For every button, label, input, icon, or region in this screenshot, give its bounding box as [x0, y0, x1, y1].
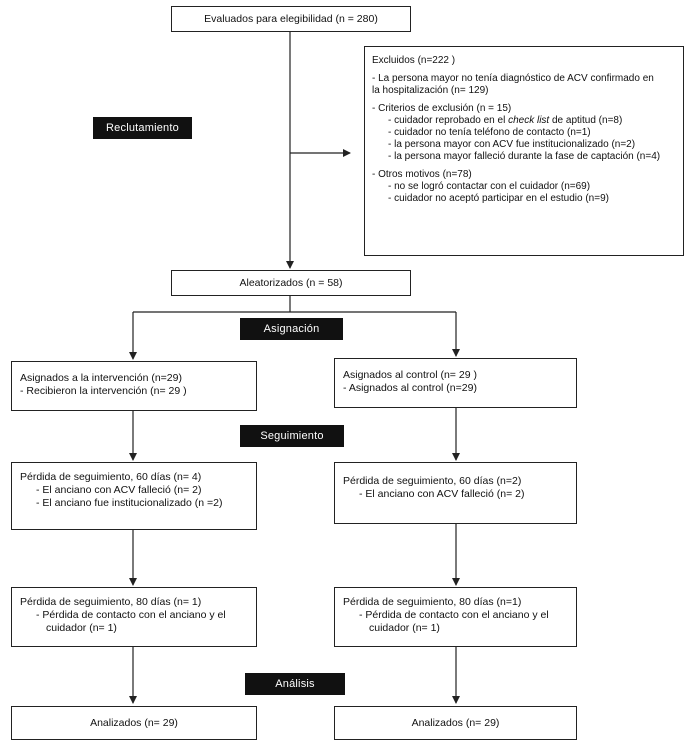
loss60-control-title: Pérdida de seguimiento, 60 días (n=2) — [343, 475, 522, 487]
intervention-allocated: Asignados a la intervención (n=29) — [20, 372, 182, 384]
loss80-control-box: Pérdida de seguimiento, 80 días (n=1) - … — [334, 587, 577, 647]
phase-label-allocation: Asignación — [240, 318, 343, 340]
excluded-sub-died: - la persona mayor falleció durante la f… — [388, 151, 661, 162]
loss60-intervention-institutionalized: - El anciano fue institucionalizado (n =… — [36, 497, 223, 509]
loss80-intervention-box: Pérdida de seguimiento, 80 días (n= 1) -… — [11, 587, 257, 647]
loss80-control-lost: - Pérdida de contacto con el anciano y e… — [359, 609, 549, 621]
excluded-sub-checklist: - cuidador reprobado en el check list de… — [388, 115, 623, 126]
excluded-title: Excluidos (n=222 ) — [372, 55, 456, 66]
analyzed-intervention-text: Analizados (n= 29) — [90, 716, 178, 729]
randomized-text: Aleatorizados (n = 58) — [239, 276, 343, 289]
intervention-box: Asignados a la intervención (n=29) - Rec… — [11, 361, 257, 411]
loss80-control-title: Pérdida de seguimiento, 80 días (n=1) — [343, 596, 522, 608]
excluded-sub-declined: - cuidador no aceptó participar en el es… — [388, 193, 609, 204]
phase-label-recruitment: Reclutamiento — [93, 117, 192, 139]
loss60-intervention-title: Pérdida de seguimiento, 60 días (n= 4) — [20, 471, 202, 483]
excluded-item-no-diagnosis-cont: la hospitalización (n= 129) — [372, 85, 489, 96]
analyzed-intervention-box: Analizados (n= 29) — [11, 706, 257, 740]
excluded-sub-no-phone: - cuidador no tenía teléfono de contacto… — [388, 127, 591, 138]
control-allocated: Asignados al control (n= 29 ) — [343, 369, 477, 381]
loss80-intervention-lost-cont: cuidador (n= 1) — [46, 622, 117, 634]
loss60-intervention-box: Pérdida de seguimiento, 60 días (n= 4) -… — [11, 462, 257, 530]
loss80-control-lost-cont: cuidador (n= 1) — [369, 622, 440, 634]
randomized-box: Aleatorizados (n = 58) — [171, 270, 411, 296]
eligibility-text: Evaluados para elegibilidad (n = 280) — [204, 12, 378, 25]
excluded-box: Excluidos (n=222 ) - La persona mayor no… — [364, 46, 684, 256]
loss60-intervention-died: - El anciano con ACV falleció (n= 2) — [36, 484, 202, 496]
eligibility-box: Evaluados para elegibilidad (n = 280) — [171, 6, 411, 32]
phase-label-analysis: Análisis — [245, 673, 345, 695]
loss80-intervention-lost: - Pérdida de contacto con el anciano y e… — [36, 609, 226, 621]
loss60-control-box: Pérdida de seguimiento, 60 días (n=2) - … — [334, 462, 577, 524]
excluded-sub-no-contact: - no se logró contactar con el cuidador … — [388, 181, 591, 192]
excluded-item-other: - Otros motivos (n=78) — [372, 169, 472, 180]
intervention-received: - Recibieron la intervención (n= 29 ) — [20, 385, 187, 397]
excluded-item-criteria: - Criterios de exclusión (n = 15) — [372, 103, 512, 114]
control-assigned: - Asignados al control (n=29) — [343, 382, 477, 394]
excluded-item-no-diagnosis: - La persona mayor no tenía diagnóstico … — [372, 73, 654, 84]
excluded-sub-institutionalized: - la persona mayor con ACV fue instituci… — [388, 139, 636, 150]
analyzed-control-text: Analizados (n= 29) — [411, 716, 500, 729]
loss60-control-died: - El anciano con ACV falleció (n= 2) — [359, 488, 525, 500]
phase-label-followup: Seguimiento — [240, 425, 344, 447]
control-box: Asignados al control (n= 29 ) - Asignado… — [334, 358, 577, 408]
loss80-intervention-title: Pérdida de seguimiento, 80 días (n= 1) — [20, 596, 202, 608]
analyzed-control-box: Analizados (n= 29) — [334, 706, 577, 740]
